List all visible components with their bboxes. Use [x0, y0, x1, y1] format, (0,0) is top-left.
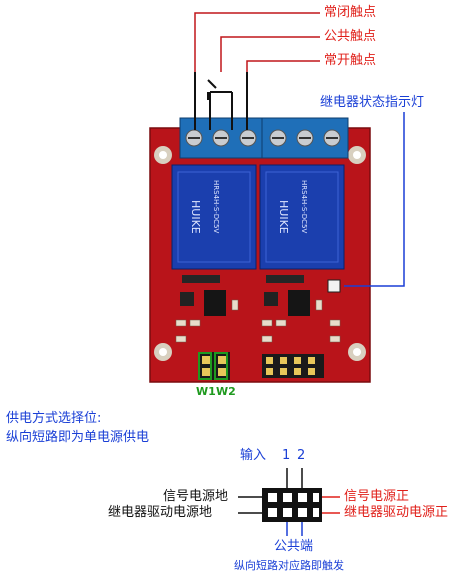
smd-resistors	[175, 299, 341, 343]
short-note-label: 纵向短路对应路即触发	[234, 559, 344, 572]
relay-drive-gnd-label: 继电器驱动电源地	[108, 505, 213, 520]
power-select-label-1: 供电方式选择位:	[6, 411, 102, 426]
contact-switch-symbol	[194, 72, 248, 130]
signal-vcc-label: 信号电源正	[344, 489, 410, 504]
no-contact-label: 常开触点	[324, 53, 377, 68]
relay-brand-right: HUIKE	[277, 200, 290, 234]
contact-leader-lines	[194, 12, 320, 72]
relay-drive-vcc-label: 继电器驱动电源正	[344, 505, 449, 520]
terminal-block-right	[261, 117, 349, 159]
optocoupler-left	[180, 290, 226, 316]
nc-contact-label: 常闭触点	[324, 5, 377, 20]
mounting-hole-icon	[154, 146, 366, 361]
relay-model-left: HRS4H-S-DC5V	[212, 180, 220, 234]
input-header-board	[262, 354, 324, 378]
common-terminal-label: 公共端	[274, 539, 314, 554]
relay-right: HUIKE HRS4H-S-DC5V	[259, 164, 345, 270]
relay-model-right: HRS4H-S-DC5V	[300, 180, 308, 234]
status-led-label: 继电器状态指示灯	[320, 95, 425, 110]
diode-left	[182, 275, 220, 283]
jumper-w2-label: W2	[216, 385, 236, 398]
power-select-label-2: 纵向短路即为单电源供电	[6, 430, 150, 445]
status-led-icon	[327, 279, 341, 293]
led-leader-line	[344, 112, 405, 287]
input-title: 输入	[240, 448, 267, 463]
jumper-w1-label: W1	[196, 385, 216, 398]
input-2-label: 2	[297, 448, 306, 463]
terminal-block-left	[179, 117, 263, 159]
input-leader-lines	[238, 468, 340, 536]
input-1-label: 1	[282, 448, 291, 463]
optocoupler-right	[264, 290, 310, 316]
power-jumper	[198, 352, 230, 380]
diode-right	[266, 275, 304, 283]
input-header-diagram	[262, 488, 322, 522]
common-contact-label: 公共触点	[324, 29, 377, 44]
relay-brand-left: HUIKE	[189, 200, 202, 234]
relay-left: HUIKE HRS4H-S-DC5V	[171, 164, 257, 270]
signal-gnd-label: 信号电源地	[163, 489, 229, 504]
